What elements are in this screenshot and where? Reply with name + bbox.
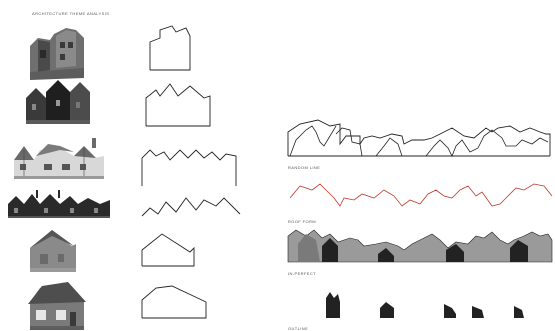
house-photo-6 xyxy=(28,282,86,330)
house-outline-2 xyxy=(146,84,210,126)
skyline-outline xyxy=(288,120,550,156)
random-line-graph xyxy=(290,184,552,206)
house-photo-1 xyxy=(30,28,84,80)
house-outline-3 xyxy=(142,150,236,186)
roof-form-graph xyxy=(288,230,552,262)
in-perfect-graph xyxy=(326,292,524,318)
house-photo-4 xyxy=(8,190,110,218)
house-outline-1 xyxy=(150,26,190,70)
house-outline-6 xyxy=(142,286,206,318)
house-outline-4 xyxy=(142,198,240,216)
house-photo-2 xyxy=(26,80,90,124)
house-photo-5 xyxy=(30,230,76,272)
house-photo-3 xyxy=(14,138,104,179)
house-outline-5 xyxy=(142,234,194,266)
